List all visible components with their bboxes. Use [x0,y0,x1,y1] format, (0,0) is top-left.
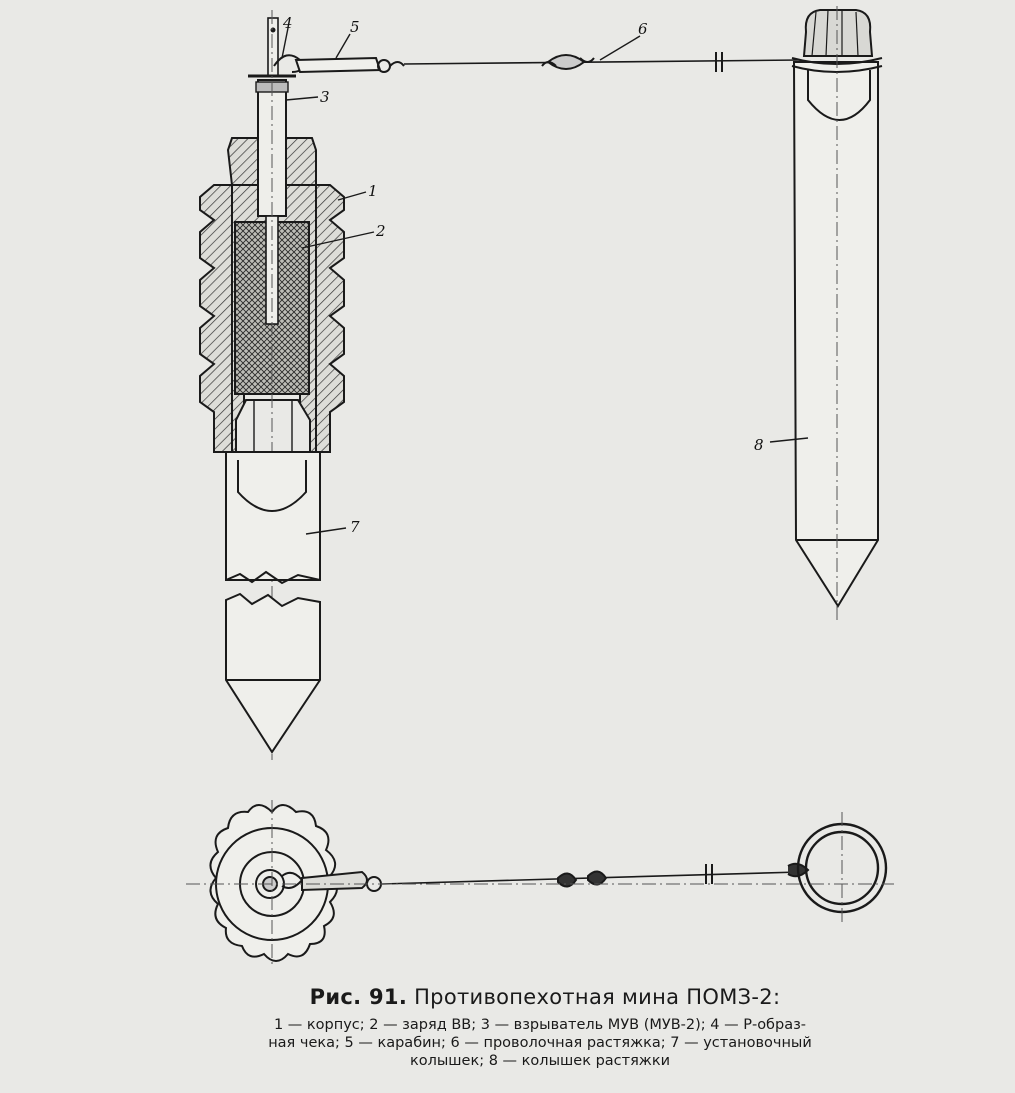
callout-4: 4 [282,14,293,32]
callout-5: 5 [350,18,360,36]
callout-8: 8 [754,436,764,454]
legend-line-1: 1 — корпус; 2 — заряд ВВ; 3 — взрыватель… [273,1017,807,1033]
callout-7: 7 [350,518,360,536]
legend-line-2: ная чека; 5 — карабин; 6 — проволочная р… [268,1035,812,1051]
callout-2: 2 [375,222,386,240]
callout-6: 6 [638,20,648,38]
callout-3: 3 [320,88,330,106]
installation-peg [225,451,321,754]
callout-1: 1 [368,182,378,200]
top-view-wire [281,862,810,892]
caption-title: Рис. 91. Противопехотная мина ПОМЗ-2: [150,985,940,1009]
tripwire-assembly [273,52,801,74]
caption-text: Противопехотная мина ПОМЗ-2: [414,985,781,1009]
caption-number: Рис. 91. [309,985,408,1009]
tripwire-stake [791,9,883,608]
caption-legend: 1 — корпус; 2 — заряд ВВ; 3 — взрыватель… [170,1016,910,1070]
legend-line-3: колышек; 8 — колышек растяжки [409,1053,671,1069]
